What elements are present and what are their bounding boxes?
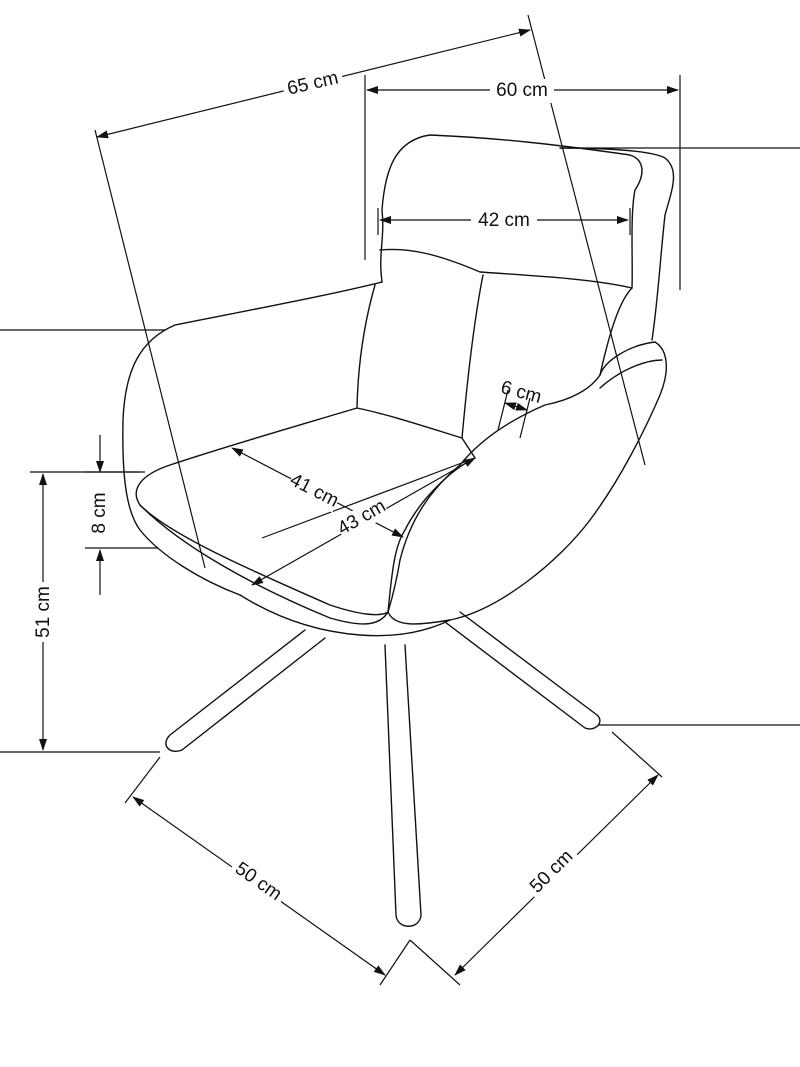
leg-right <box>444 611 601 730</box>
chair-outline <box>122 134 675 927</box>
backrest <box>380 134 643 376</box>
base-right-label: 50 cm <box>526 846 577 897</box>
leg-left <box>165 629 326 752</box>
seat-depth-label: 41 cm <box>286 469 342 511</box>
overall-width-label: 60 cm <box>496 80 548 101</box>
leg-front <box>384 644 422 927</box>
seat-width-label: 43 cm <box>334 496 389 540</box>
seat-cushion <box>135 407 476 616</box>
seat-height-label: 51 cm <box>33 586 54 638</box>
backrest-width-label: 42 cm <box>478 210 530 231</box>
seat-thickness-label: 8 cm <box>89 492 110 533</box>
dimension-labels: 65 cm 60 cm 42 cm 6 cm 41 cm 43 cm 8 cm … <box>32 65 582 910</box>
left-armrest <box>122 281 383 596</box>
dimension-lines <box>0 14 800 986</box>
